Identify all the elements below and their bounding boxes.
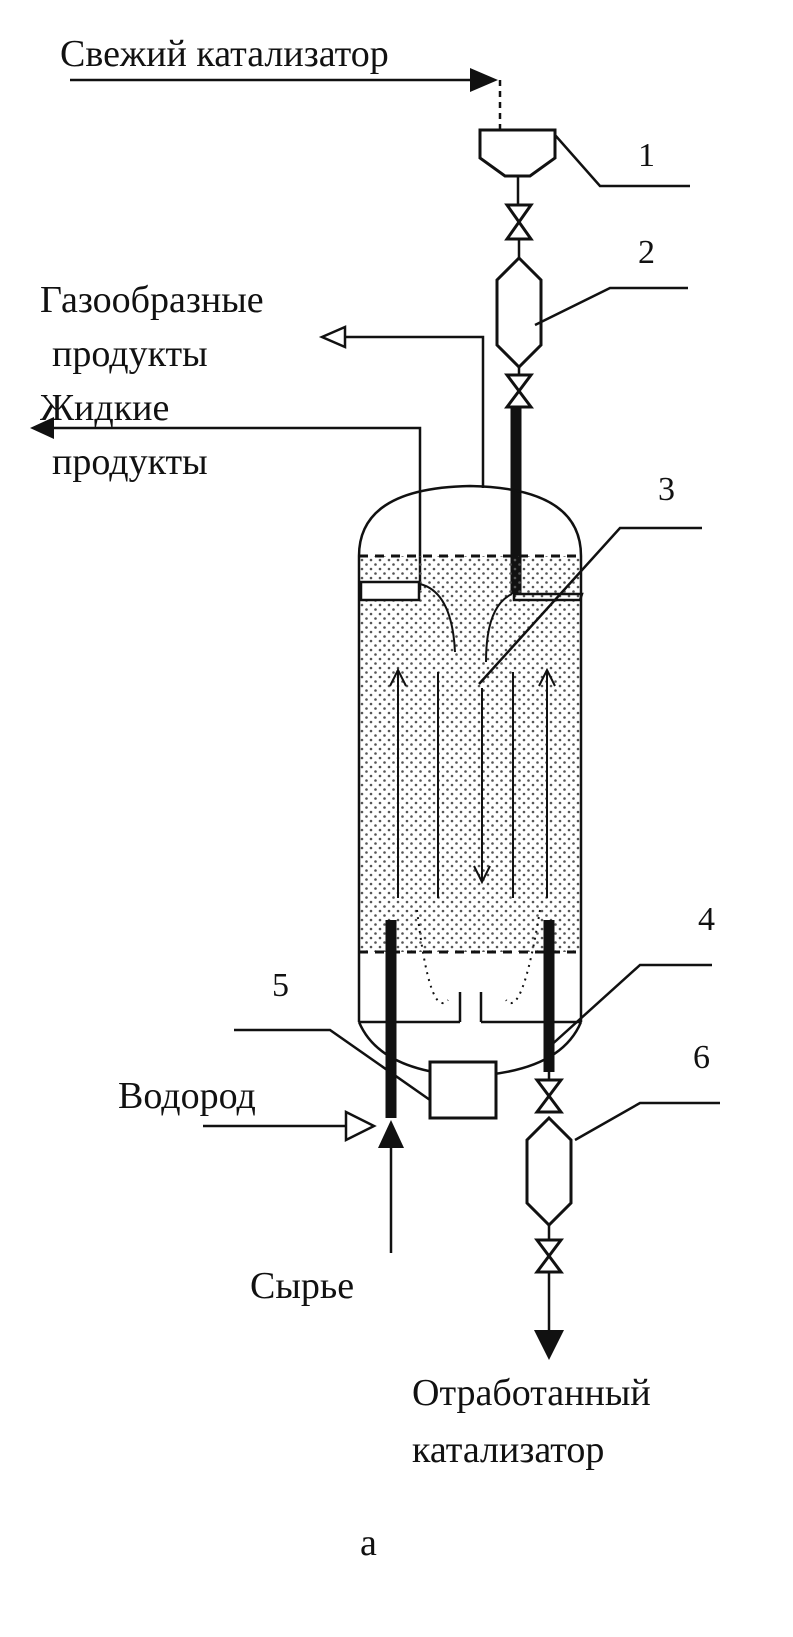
callout-3: 3 bbox=[658, 471, 675, 508]
fresh-catalyst-arrow-icon bbox=[470, 68, 498, 92]
hydrogen-label: Водород bbox=[118, 1075, 256, 1117]
gas-outlet-arrow-icon bbox=[318, 325, 347, 349]
bottom-chamber-5 bbox=[428, 1060, 498, 1120]
spent-catalyst-label-line1: Отработанный bbox=[412, 1372, 651, 1414]
lock-vessel-6 bbox=[525, 1115, 573, 1228]
callout-5: 5 bbox=[272, 967, 289, 1004]
fresh-catalyst-feed-line bbox=[70, 68, 502, 130]
catalyst-hopper-1 bbox=[478, 128, 557, 205]
valve-icon bbox=[534, 1238, 564, 1274]
hydrogen-arrow-icon bbox=[344, 1109, 377, 1143]
callout-leaders bbox=[234, 134, 720, 1142]
liquid-collector bbox=[359, 580, 421, 602]
valve-icon bbox=[504, 203, 534, 241]
liquid-outlet-arrow-icon bbox=[30, 417, 54, 439]
callout-4: 4 bbox=[698, 901, 715, 938]
callout-2: 2 bbox=[638, 234, 655, 271]
valve-icon bbox=[534, 1078, 564, 1114]
figure-caption: а bbox=[360, 1522, 377, 1564]
spent-catalyst-arrow-icon bbox=[534, 1330, 564, 1360]
feedstock-arrow-icon bbox=[378, 1120, 404, 1148]
fresh-catalyst-label: Свежий катализатор bbox=[60, 33, 389, 75]
valve-icon bbox=[504, 373, 534, 409]
callout-1: 1 bbox=[638, 137, 655, 174]
gaseous-products-label-line2: продукты bbox=[52, 333, 208, 375]
distribution-plate bbox=[359, 992, 581, 1024]
gaseous-products-label-line1: Газообразные bbox=[40, 279, 264, 321]
liquid-products-label-line1: Жидкие bbox=[40, 387, 169, 429]
reactor-vessel bbox=[357, 484, 583, 1078]
gaseous-products-outlet bbox=[318, 325, 485, 488]
feedstock-label: Сырье bbox=[250, 1265, 354, 1307]
spent-catalyst-label-line2: катализатор bbox=[412, 1429, 604, 1471]
lock-vessel-2 bbox=[495, 255, 543, 370]
callout-6: 6 bbox=[693, 1039, 710, 1076]
internal-flow-arrows bbox=[389, 583, 556, 1005]
liquid-products-label-line2: продукты bbox=[52, 441, 208, 483]
liquid-products-outlet bbox=[30, 417, 422, 590]
